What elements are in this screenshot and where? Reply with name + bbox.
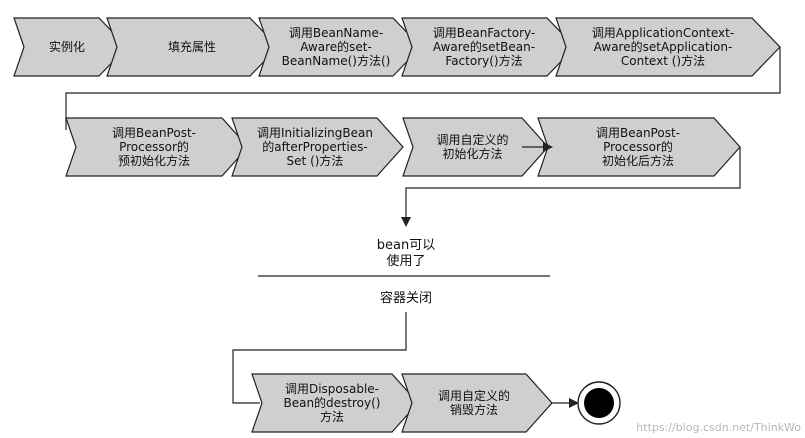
watermark: https://blog.csdn.net/ThinkWo [636, 421, 801, 434]
step-post-processor-before-init-shape [65, 117, 249, 177]
step-populate-properties-shape [106, 17, 279, 77]
step-custom-destroy-shape [401, 373, 553, 433]
label-populate-properties: 填充属性 [167, 40, 216, 54]
step-application-context-aware-shape [555, 17, 781, 77]
label-post-processor-after-init: 调用BeanPost- Processor的 初始化后方法 [595, 126, 680, 168]
connector-row2-to-ready [401, 147, 741, 227]
label-custom-destroy: 调用自定义的 销毁方法 [437, 389, 510, 417]
label-initializing-bean: 调用InitializingBean 的afterProperties- Set… [257, 126, 373, 168]
container-close-text: 容器关闭 [379, 291, 432, 306]
label-bean-factory-aware: 调用BeanFactory- Aware的setBean- Factory()方… [432, 26, 536, 68]
step-instantiate-shape [13, 17, 128, 77]
label-post-processor-before-init: 调用BeanPost- Processor的 预初始化方法 [111, 126, 196, 168]
step-bean-name-aware-shape [258, 17, 422, 77]
end-node-inner [584, 388, 614, 418]
step-custom-init-shape [402, 117, 549, 177]
connector-row1-to-row2 [65, 47, 781, 130]
label-disposable-bean: 调用Disposable- Bean的destroy() 方法 [283, 382, 381, 424]
label-bean-name-aware: 调用BeanName- Aware的set- BeanName()方法() [281, 26, 391, 68]
step-disposable-bean-shape [251, 373, 419, 433]
label-instantiate: 实例化 [48, 40, 85, 54]
step-initializing-bean-shape [231, 117, 404, 177]
step-bean-factory-aware-shape [401, 17, 576, 77]
connector-close-to-destroy [232, 312, 407, 404]
label-application-context-aware: 调用ApplicationContext- Aware的setApplicati… [591, 26, 735, 68]
label-custom-init: 调用自定义的 初始化方法 [436, 133, 509, 161]
bean-ready-text: bean可以 使用了 [376, 238, 436, 269]
